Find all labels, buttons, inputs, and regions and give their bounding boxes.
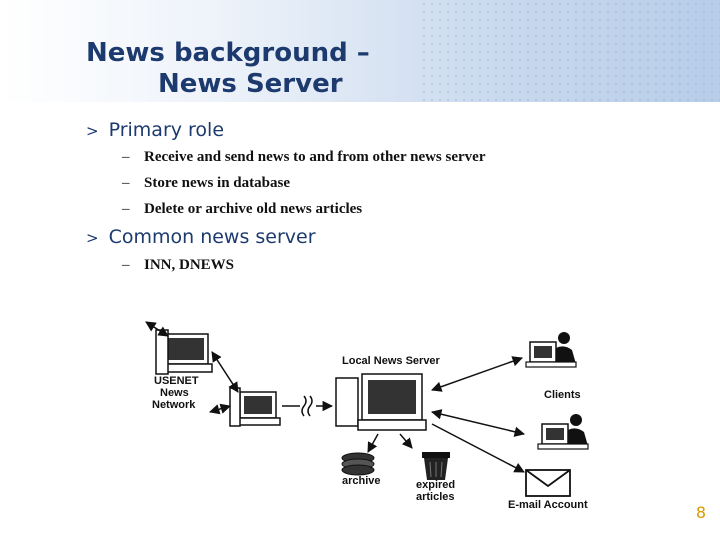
dash-marker: –	[122, 257, 130, 273]
wavy-connection-icon	[301, 395, 313, 417]
sub-item-text: INN, DNEWS	[144, 257, 235, 273]
diagram-svg: USENET News Network Local News Server	[145, 321, 589, 511]
page-number: 8	[695, 503, 706, 522]
sub-item: –Delete or archive old news articles	[122, 201, 362, 218]
title-line-2: News Server	[158, 69, 343, 99]
trash-can-icon	[422, 452, 450, 480]
archive-label: archive	[342, 475, 381, 487]
bullet-text: Common news server	[108, 226, 316, 248]
sub-item: –INN, DNEWS	[122, 257, 234, 274]
usenet-computer-icon	[155, 329, 213, 375]
sub-item: –Receive and send news to and from other…	[122, 149, 486, 166]
local-server-label: Local News Server	[342, 355, 441, 367]
slide-title: News background – News Server	[86, 38, 370, 100]
bullet-text: Primary role	[108, 119, 225, 141]
archive-disk-icon	[341, 452, 375, 476]
clients-label: Clients	[544, 389, 581, 401]
bullet-common-news-server: > Common news server	[86, 226, 316, 248]
dash-marker: –	[122, 149, 130, 165]
bullet-marker: >	[86, 122, 99, 140]
client-user-icon	[537, 414, 589, 450]
bullet-marker: >	[86, 229, 99, 247]
server-computer-icon	[335, 373, 427, 431]
expired-label: expired	[416, 479, 455, 491]
email-label: E-mail Account	[508, 499, 588, 511]
usenet-computer-icon	[229, 387, 281, 427]
usenet-label: Network	[152, 399, 196, 411]
title-line-1: News background –	[86, 38, 370, 68]
bullet-primary-role: > Primary role	[86, 119, 224, 141]
usenet-label: News	[160, 387, 189, 399]
sub-item-text: Receive and send news to and from other …	[144, 149, 486, 165]
dash-marker: –	[122, 175, 130, 191]
sub-item: –Store news in database	[122, 175, 290, 192]
usenet-label: USENET	[154, 375, 199, 387]
banner-pattern	[420, 0, 720, 102]
sub-item-text: Store news in database	[144, 175, 290, 191]
news-server-diagram: USENET News Network Local News Server	[132, 312, 593, 514]
expired-label: articles	[416, 491, 455, 503]
sub-item-text: Delete or archive old news articles	[144, 201, 363, 217]
envelope-icon	[525, 469, 571, 497]
dash-marker: –	[122, 201, 130, 217]
title-banner	[0, 0, 720, 102]
client-user-icon	[525, 332, 577, 368]
